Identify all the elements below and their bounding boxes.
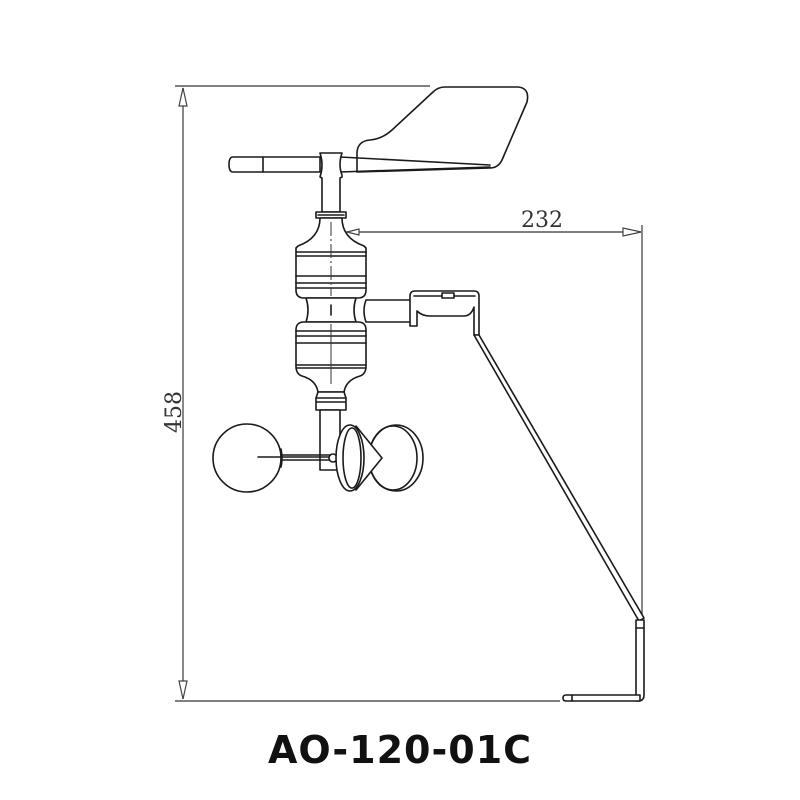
- arrow-right-icon: [622, 227, 642, 237]
- height-value: 458: [162, 391, 187, 433]
- lower-sensor-housing: [295, 321, 367, 471]
- vane-tail-fin: [356, 86, 529, 173]
- arrow-left-icon: [346, 228, 360, 236]
- bracket-strut: [473, 334, 645, 622]
- bracket-clamp: [409, 290, 480, 336]
- vane-counterweight-rod: [228, 156, 321, 173]
- wind-vane: [228, 86, 529, 219]
- model-number-label: AO-120-01C: [267, 728, 533, 772]
- cross-arm: [363, 299, 413, 323]
- width-value: 232: [521, 208, 563, 233]
- arrow-up-icon: [178, 87, 188, 107]
- mounting-bracket: [363, 290, 645, 702]
- cup-rotor: [212, 423, 424, 493]
- arrow-down-icon: [178, 680, 188, 700]
- bracket-foot: [562, 694, 641, 702]
- clamp-screw: [441, 292, 455, 299]
- height-dimension: 458: [162, 85, 560, 702]
- upper-sensor-housing: [295, 217, 367, 323]
- front-cup: [335, 424, 365, 492]
- width-dimension: 232: [346, 208, 643, 625]
- left-cup: [212, 423, 282, 493]
- vane-hub: [319, 152, 343, 213]
- bracket-leg: [635, 619, 645, 702]
